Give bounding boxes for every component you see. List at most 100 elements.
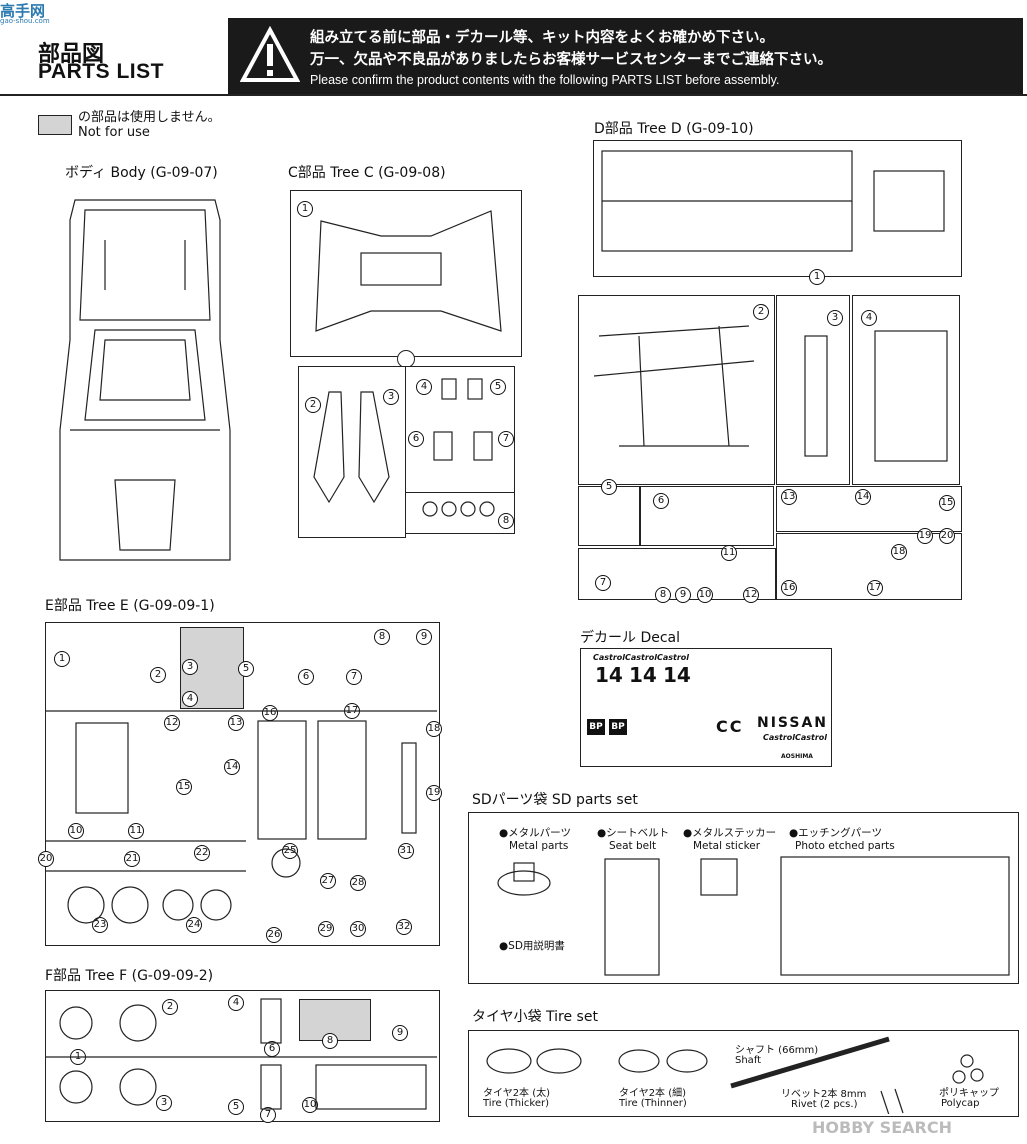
tree-d-frame-2: 2 [578, 295, 775, 485]
tree-c-frame-bottom: 8 [405, 492, 515, 534]
sd-etch-jp: ●エッチングパーツ [789, 827, 882, 839]
part-number: 5 [228, 1099, 244, 1115]
decal-sheet: Castrol Castrol Castrol 14 14 14 BP BP C… [580, 648, 832, 767]
tire-thick-en: Tire (Thicker) [483, 1098, 550, 1109]
tree-c-frame-right: 4 5 6 7 [405, 366, 515, 493]
part-number: 19 [917, 528, 933, 544]
section-tree-d-title: D部品 Tree D (G-09-10) [594, 121, 754, 137]
polycap-en: Polycap [941, 1098, 980, 1109]
part-number: 12 [743, 587, 759, 603]
unused-legend-swatch [38, 115, 72, 135]
page-title-en: PARTS LIST [38, 60, 164, 83]
page-title-jp: 部品図 [38, 42, 105, 67]
part-number: 13 [781, 489, 797, 505]
sd-manual: ●SD用説明書 [499, 940, 565, 952]
section-tree-c-title: C部品 Tree C (G-09-08) [288, 165, 446, 181]
part-number: 20 [939, 528, 955, 544]
decal-number-3: 14 [663, 663, 691, 687]
section-sd-title: SDパーツ袋 SD parts set [472, 792, 638, 808]
decal-cc: CC [716, 717, 744, 736]
sd-sticker-en: Metal sticker [693, 840, 761, 852]
part-number: 29 [318, 921, 334, 937]
part-number: 15 [939, 495, 955, 511]
rivet-jp: リベット2本 8mm [781, 1089, 867, 1100]
warning-text-2: 万一、欠品や不良品がありましたらお客様サービスセンターまでご連絡下さい。 [310, 52, 832, 68]
part-number: 18 [891, 544, 907, 560]
part-number: 20 [38, 851, 54, 867]
part-number: 2 [305, 397, 321, 413]
decal-castrol-5: Castrol [795, 733, 828, 742]
watermark: HOBBY SEARCH [812, 1118, 952, 1137]
decal-castrol-1: Castrol [593, 653, 626, 662]
part-number: 19 [426, 785, 442, 801]
tire-thick-jp: タイヤ2本 (太) [483, 1088, 551, 1099]
part-number: 27 [320, 873, 336, 889]
part-number: 6 [298, 669, 314, 685]
sd-parts-box: ●メタルパーツ Metal parts ●シートベルト Seat belt ●メ… [468, 812, 1019, 984]
section-tire-title: タイヤ小袋 Tire set [472, 1009, 598, 1025]
part-number: 1 [809, 269, 825, 285]
part-number: 8 [655, 587, 671, 603]
decal-bp-1: BP [587, 719, 605, 735]
legend-text-en: Not for use [78, 125, 150, 140]
part-number: 1 [297, 201, 313, 217]
part-number: 23 [92, 917, 108, 933]
part-number: 3 [827, 310, 843, 326]
part-number: 4 [228, 995, 244, 1011]
tree-c-frame-left: 2 3 [298, 366, 406, 538]
tree-e-frame: 1 2 3 4 5 6 7 8 9 10 11 12 13 14 15 16 1… [38, 622, 442, 946]
part-number: 14 [224, 759, 240, 775]
part-number: 4 [861, 310, 877, 326]
part-number: 10 [302, 1097, 318, 1113]
part-number: 11 [128, 823, 144, 839]
part-number: 3 [383, 389, 399, 405]
part-number: 25 [282, 843, 298, 859]
shaft-jp: シャフト (66mm) [735, 1045, 819, 1056]
part-number: 9 [392, 1025, 408, 1041]
decal-number-1: 14 [595, 663, 623, 687]
body-shell-drawing [59, 199, 231, 561]
part-number: 8 [322, 1033, 338, 1049]
part-number: 4 [182, 691, 198, 707]
warning-banner: 組み立てる前に部品・デカール等、キット内容をよくお確かめ下さい。 万一、欠品や不… [228, 18, 1023, 94]
part-number: 22 [194, 845, 210, 861]
tree-d-frame-top: 1 [593, 140, 962, 285]
part-number: 5 [490, 379, 506, 395]
part-number: 2 [753, 304, 769, 320]
part-number: 18 [426, 721, 442, 737]
part-number: 7 [498, 431, 514, 447]
part-number: 14 [855, 489, 871, 505]
rivet-en: Rivet (2 pcs.) [791, 1099, 858, 1110]
warning-icon [240, 26, 300, 82]
warning-text-1: 組み立てる前に部品・デカール等、キット内容をよくお確かめ下さい。 [310, 30, 774, 46]
sd-sticker-jp: ●メタルステッカー [683, 827, 777, 839]
part-number: 15 [176, 779, 192, 795]
part-number: 30 [350, 921, 366, 937]
part-number: 3 [156, 1095, 172, 1111]
part-number: 10 [697, 587, 713, 603]
tree-d-frame-5: 5 [578, 479, 640, 546]
site-logo: 高手网 [0, 2, 46, 20]
part-number: 13 [228, 715, 244, 731]
section-body-title: ボディ Body (G-09-07) [65, 165, 218, 181]
part-number: 10 [68, 823, 84, 839]
part-number: 17 [867, 580, 883, 596]
part-number: 5 [601, 479, 617, 495]
legend-text-jp: の部品は使用しません。 [78, 110, 221, 125]
tree-c-frame-top: 1 [290, 190, 522, 357]
part-number: 24 [186, 917, 202, 933]
part-number: 6 [408, 431, 424, 447]
part-number: 32 [396, 919, 412, 935]
part-number: 5 [238, 661, 254, 677]
part-number: 21 [124, 851, 140, 867]
decal-castrol-2: Castrol [625, 653, 658, 662]
part-number: 3 [182, 659, 198, 675]
decal-castrol-4: Castrol [763, 733, 796, 742]
decal-castrol-3: Castrol [657, 653, 690, 662]
part-number: 31 [398, 843, 414, 859]
site-logo-sub: gao-shou.com [0, 17, 50, 25]
tree-d-frame-4: 4 [852, 295, 960, 485]
polycap-jp: ポリキャップ [939, 1088, 999, 1099]
tire-thin-jp: タイヤ2本 (細) [619, 1088, 687, 1099]
part-number: 12 [164, 715, 180, 731]
